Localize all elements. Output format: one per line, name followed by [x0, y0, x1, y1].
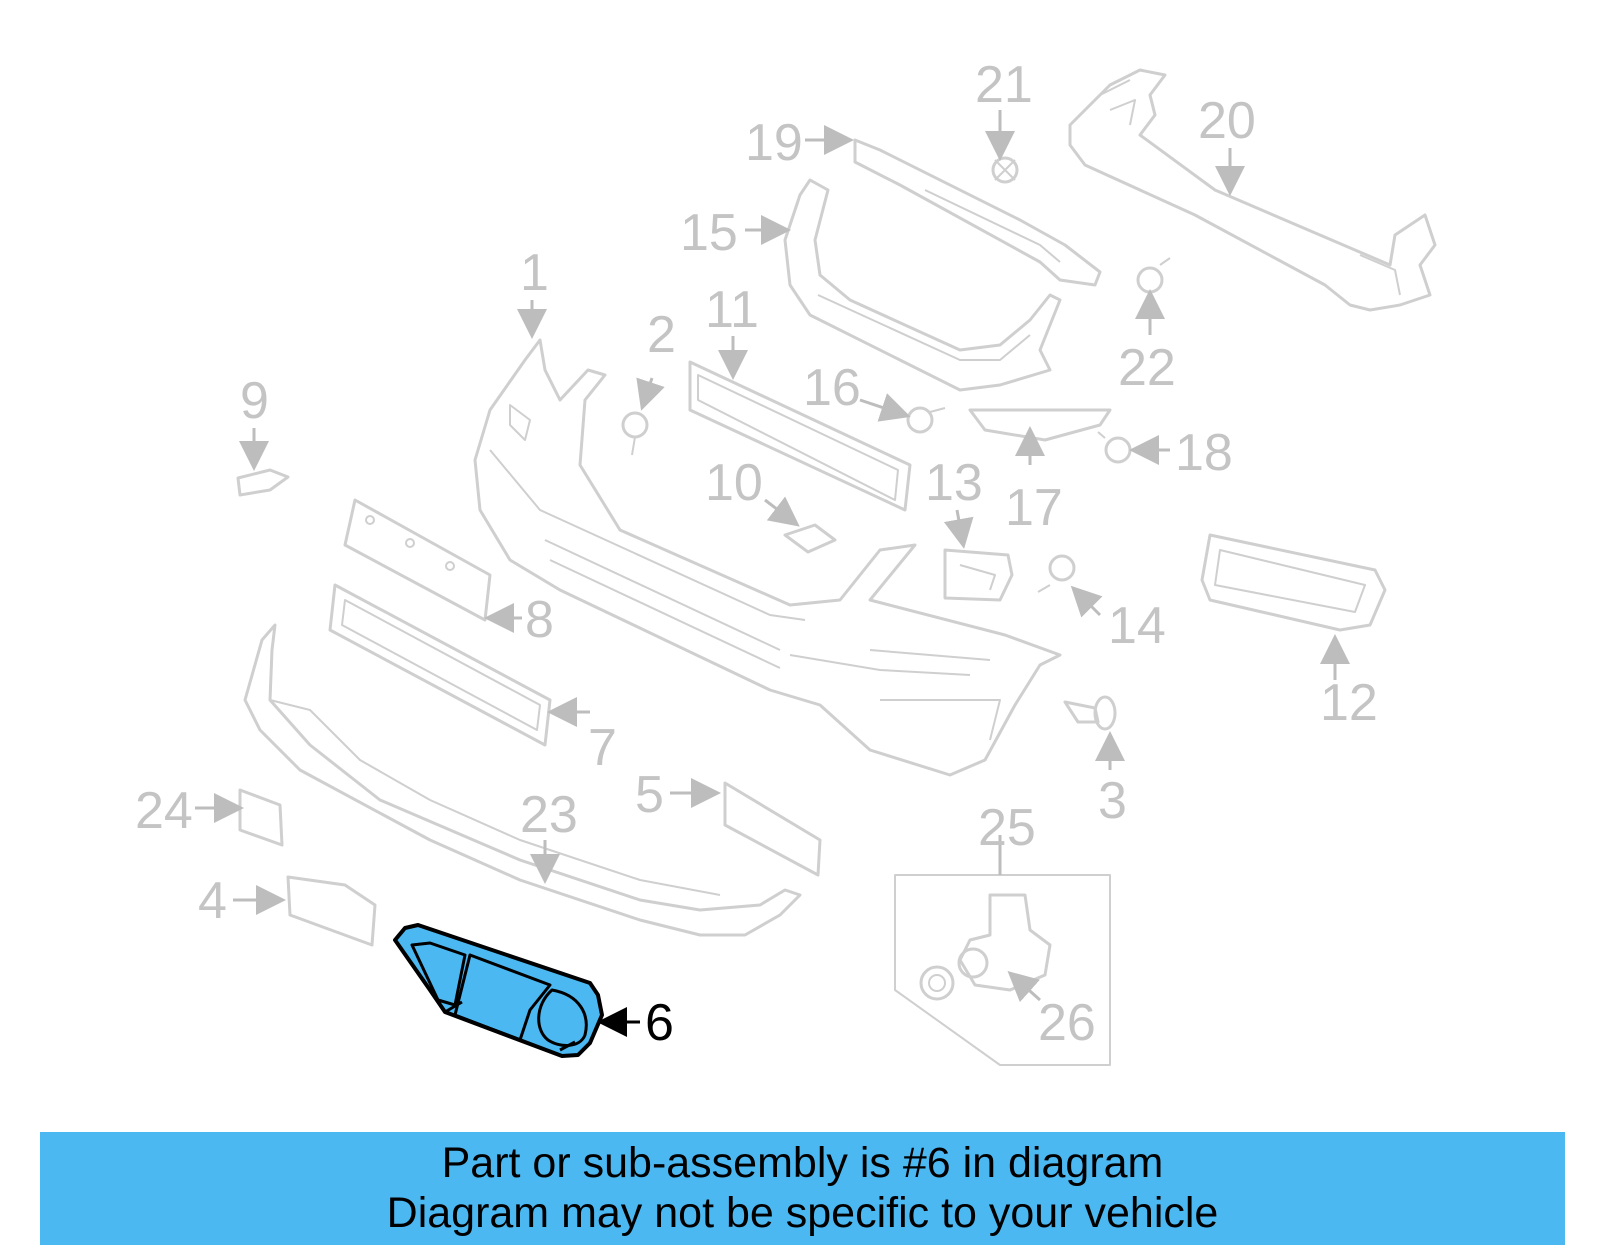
part-6-fog-lamp-bezel: [393, 923, 604, 1058]
fastener-3: [1063, 695, 1117, 731]
part-5-bracket: [723, 781, 822, 877]
callout-21: 21: [975, 56, 1033, 114]
part-20-reinforcement: [1068, 68, 1437, 312]
part-23-lower-valance: [243, 623, 802, 937]
callout-2: 2: [647, 306, 676, 364]
callout-19: 19: [745, 114, 803, 172]
callout-24: 24: [135, 782, 193, 840]
callout-15: 15: [680, 204, 738, 262]
part-13-bracket: [943, 548, 1014, 602]
fastener-18: [1097, 431, 1132, 464]
fastener-21: [991, 156, 1019, 184]
callout-1: 1: [520, 244, 549, 302]
leader-lines: [195, 110, 1350, 1037]
callout-7: 7: [588, 719, 617, 777]
callout-17: 17: [1005, 479, 1063, 537]
part-1-bumper-cover: [473, 338, 1062, 777]
callout-14: 14: [1108, 597, 1166, 655]
part-9-clip: [236, 468, 290, 497]
callout-16: 16: [803, 359, 861, 417]
part-12-bezel: [1200, 533, 1387, 632]
callout-4: 4: [198, 872, 227, 930]
callout-25: 25: [978, 799, 1036, 857]
fastener-16: [906, 406, 946, 434]
callout-22: 22: [1118, 339, 1176, 397]
callout-23: 23: [520, 786, 578, 844]
part-24-clip: [238, 788, 284, 847]
callout-12: 12: [1320, 674, 1378, 732]
info-banner: Part or sub-assembly is #6 in diagram Di…: [40, 1132, 1565, 1245]
callout-11: 11: [705, 281, 759, 339]
callout-labels: 1 2 3 4 5 6 7 8 9 10 11 12 13 14 15 16 1…: [135, 56, 1378, 1052]
callout-5: 5: [635, 766, 664, 824]
part-15-grille-frame: [783, 178, 1062, 392]
part-17-bracket: [968, 408, 1112, 442]
part-10-clip: [783, 523, 837, 554]
part-4-bracket: [286, 875, 377, 947]
callout-9: 9: [240, 372, 269, 430]
callout-20: 20: [1198, 92, 1256, 150]
banner-disclaimer: Diagram may not be specific to your vehi…: [386, 1189, 1219, 1237]
callout-10: 10: [705, 454, 763, 512]
part-7-lower-grille: [328, 583, 552, 747]
part-11-upper-grille: [688, 360, 912, 512]
fastener-22: [1136, 257, 1171, 294]
callout-8: 8: [525, 591, 554, 649]
fastener-14: [1037, 554, 1076, 593]
part-19-bracket: [853, 138, 1102, 287]
fastener-2: [621, 411, 649, 456]
callout-26: 26: [1038, 994, 1096, 1052]
callout-3: 3: [1098, 772, 1127, 830]
callout-6: 6: [645, 994, 674, 1052]
callout-18: 18: [1175, 424, 1233, 482]
banner-part-note: Part or sub-assembly is #6 in diagram: [441, 1139, 1164, 1187]
callout-13: 13: [925, 454, 983, 512]
